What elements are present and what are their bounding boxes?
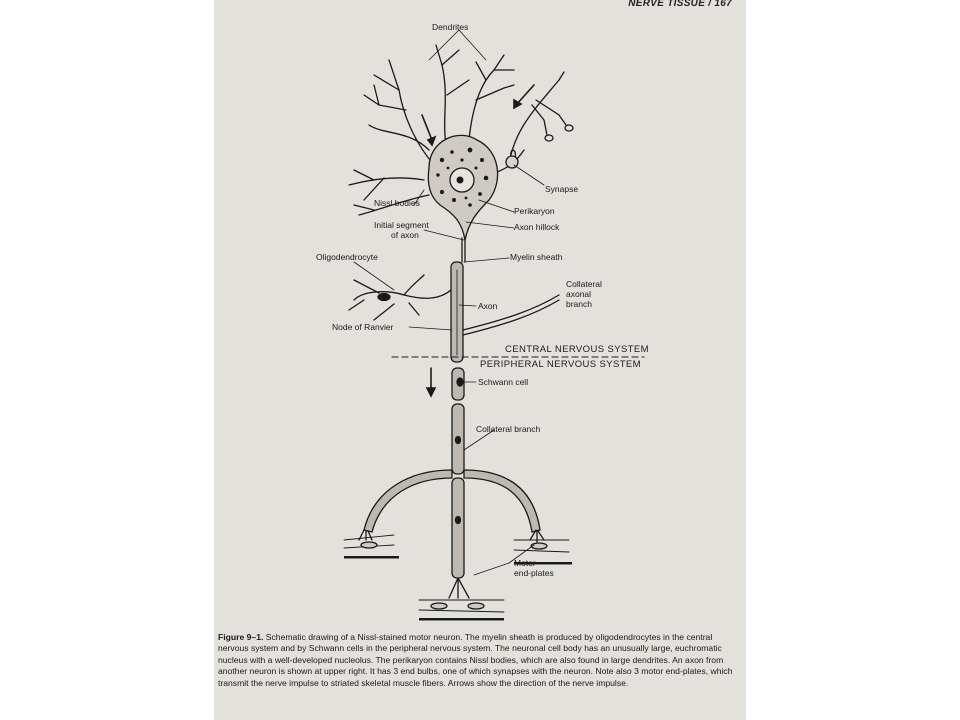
schwann-nucleus [456,377,464,387]
muscle-texture [344,556,572,621]
nissl-bodies [436,147,489,207]
figure-caption: Figure 9–1. Schematic drawing of a Nissl… [218,632,733,689]
label-perikaryon: Perikaryon [514,206,555,216]
neuron-diagram: Dendrites Synapse Nissl bodies Perikaryo… [316,22,649,621]
label-pns: PERIPHERAL NERVOUS SYSTEM [480,359,641,370]
label-nissl-bodies: Nissl bodies [374,198,420,208]
leader-lines [353,29,545,576]
oligodendrocyte [348,274,452,321]
label-myelin-sheath: Myelin sheath [510,252,563,262]
label-oligodendrocyte: Oligodendrocyte [316,252,378,262]
label-collateral-axonal-2: axonal [566,289,591,299]
textbook-page: NERVE TISSUE / 167 [214,0,746,720]
nucleolus [456,176,464,184]
impulse-arrow-icon [421,84,535,398]
label-collateral-axonal-3: branch [566,299,592,309]
label-collateral-axonal-1: Collateral [566,279,602,289]
label-initial-segment-1: Initial segment [374,220,429,230]
myelinated-axon-pns [451,403,465,579]
label-schwann-cell: Schwann cell [478,377,528,387]
endplate-terminals [358,529,548,610]
label-cns: CENTRAL NERVOUS SYSTEM [505,344,649,355]
label-dendrites: Dendrites [432,22,468,32]
label-node-of-ranvier: Node of Ranvier [332,322,394,332]
caption-text: Schematic drawing of a Nissl-stained mot… [218,632,733,688]
label-collateral-branch: Collateral branch [476,424,541,434]
label-axon: Axon [478,301,498,311]
label-motor-1: Motor [514,558,536,568]
label-initial-segment-2: of axon [391,230,419,240]
figure-number: Figure 9–1. [218,632,264,642]
synapse-bulb [505,155,519,169]
running-head: NERVE TISSUE / 167 [628,0,732,9]
incoming-axon [508,71,574,166]
label-motor-2: end-plates [514,568,554,578]
label-axon-hillock: Axon hillock [514,222,560,232]
label-synapse: Synapse [545,184,578,194]
